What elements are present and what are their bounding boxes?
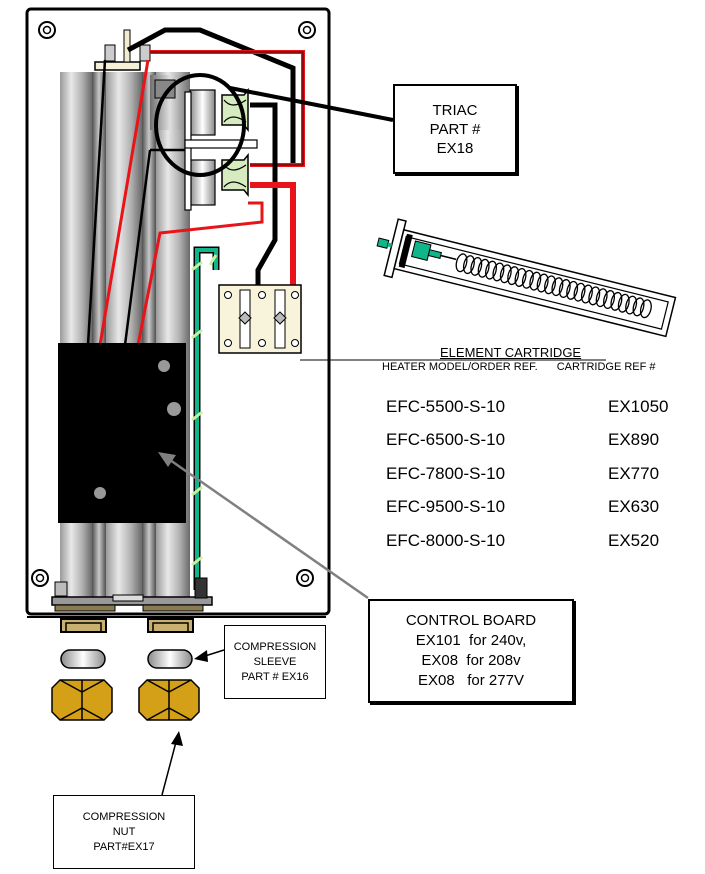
table-row: EFC-8000-S-10 EX520 bbox=[386, 531, 659, 551]
inlet-outlet-fittings bbox=[60, 618, 194, 633]
nut-callout-line: NUT bbox=[112, 825, 136, 838]
mounting-screw-icon bbox=[31, 21, 316, 587]
control-board-arrow bbox=[158, 452, 369, 600]
spring-coil-loop bbox=[499, 264, 512, 284]
control-board bbox=[58, 343, 186, 523]
terminal-block bbox=[218, 284, 302, 354]
model-cell: EFC-8000-S-10 bbox=[386, 531, 506, 550]
column-header-cartridge: CARTRIDGE REF # bbox=[556, 361, 656, 373]
triac-callout-line: EX18 bbox=[436, 139, 474, 157]
model-cell: EFC-7800-S-10 bbox=[386, 464, 506, 483]
column-header-model: HEATER MODEL/ORDER REF. bbox=[382, 361, 538, 373]
spring-coil-loop bbox=[625, 295, 638, 315]
nut-callout-line: COMPRESSION bbox=[82, 810, 166, 823]
model-cell: EFC-9500-S-10 bbox=[386, 497, 506, 516]
model-cell: EFC-6500-S-10 bbox=[386, 430, 506, 449]
spring-coil-loop bbox=[470, 256, 483, 276]
spring-coil-loop bbox=[544, 275, 556, 295]
element-cartridge-drawing bbox=[376, 218, 677, 338]
table-row: EFC-9500-S-10 EX630 bbox=[386, 497, 659, 517]
control-board-callout-line: EX08 for 277V bbox=[418, 672, 524, 689]
spring-coil-loop bbox=[507, 266, 520, 286]
triac-callout: TRIAC PART # EX18 bbox=[393, 84, 517, 174]
spring-coil-loop bbox=[521, 269, 534, 289]
spring-coil-loop bbox=[595, 288, 608, 308]
cartridge-cell: EX630 bbox=[608, 497, 660, 516]
sleeve-callout-line: COMPRESSION bbox=[233, 640, 317, 653]
sleeve-arrow bbox=[194, 649, 225, 662]
compression-nut bbox=[51, 679, 200, 721]
spring-coil-loop bbox=[603, 290, 615, 310]
spring-coil-loop bbox=[455, 253, 468, 273]
nut-callout-line: PART#EX17 bbox=[93, 840, 155, 853]
control-board-callout-line: EX101 for 240v, bbox=[415, 632, 527, 649]
cartridge-cell: EX1050 bbox=[608, 397, 669, 416]
triac-callout-line: TRIAC bbox=[432, 101, 478, 119]
cartridge-cell: EX770 bbox=[608, 464, 660, 483]
triac bbox=[184, 87, 258, 211]
table-row: EFC-5500-S-10 EX1050 bbox=[386, 397, 669, 417]
spring-coil-loop bbox=[514, 268, 527, 287]
spring-coil-loop bbox=[566, 280, 579, 300]
spring-coil-loop bbox=[536, 273, 549, 293]
sleeve-callout-line: PART # EX16 bbox=[241, 670, 309, 683]
compression-nut-callout: COMPRESSION NUT PART#EX17 bbox=[53, 795, 195, 869]
spring-coil-loop bbox=[485, 260, 498, 280]
spring-coil-loop bbox=[477, 258, 490, 278]
spring-coil-loop bbox=[617, 293, 630, 313]
spring-coil-loop bbox=[492, 262, 505, 282]
element-cartridge-title: ELEMENT CARTRIDGE bbox=[440, 345, 582, 360]
spring-coil-loop bbox=[462, 255, 475, 275]
table-row: EFC-6500-S-10 EX890 bbox=[386, 430, 659, 450]
spring-coil-loop bbox=[580, 284, 593, 304]
spring-coil-loop bbox=[558, 279, 571, 298]
control-board-callout-line: CONTROL BOARD bbox=[405, 612, 537, 629]
cartridge-cell: EX520 bbox=[608, 531, 660, 550]
triac-callout-line: PART # bbox=[429, 120, 481, 138]
cartridge-cell: EX890 bbox=[608, 430, 660, 449]
spring-coil-loop bbox=[573, 282, 586, 302]
spring-coil-loop bbox=[529, 271, 542, 291]
control-board-callout-line: EX08 for 208v bbox=[421, 652, 521, 669]
compression-sleeve-callout: COMPRESSION SLEEVE PART # EX16 bbox=[224, 625, 326, 699]
model-cell: EFC-5500-S-10 bbox=[386, 397, 506, 416]
compression-sleeve bbox=[60, 649, 193, 669]
spring-coil-loop bbox=[610, 291, 623, 311]
cartridge-table-header: HEATER MODEL/ORDER REF. CARTRIDGE REF # bbox=[382, 361, 672, 373]
table-row: EFC-7800-S-10 EX770 bbox=[386, 464, 659, 484]
spring-coil-loop bbox=[551, 277, 564, 297]
spring-coil-loop bbox=[588, 286, 601, 306]
spring-coil-loop bbox=[632, 297, 645, 317]
sleeve-callout-line: SLEEVE bbox=[253, 655, 297, 668]
nut-arrow bbox=[161, 731, 183, 796]
triac-leader bbox=[154, 73, 394, 177]
spring-coil-loop bbox=[639, 299, 652, 319]
control-board-callout: CONTROL BOARD EX101 for 240v, EX08 for 2… bbox=[368, 599, 574, 703]
